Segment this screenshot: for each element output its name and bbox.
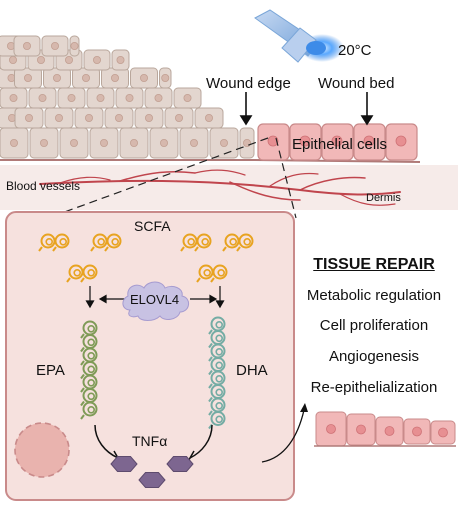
cell-nucleus bbox=[384, 426, 395, 436]
repair-item-metabolic: Metabolic regulation bbox=[306, 287, 442, 304]
cell-nucleus bbox=[242, 138, 251, 147]
cell-nucleus bbox=[139, 74, 148, 83]
cell-nucleus bbox=[22, 42, 31, 51]
cell-nucleus bbox=[40, 138, 49, 147]
basement-membrane bbox=[0, 159, 421, 163]
scfa-molecules bbox=[38, 233, 254, 283]
cell-nucleus bbox=[412, 426, 422, 437]
blood-vessels bbox=[39, 169, 401, 206]
repair-arrow bbox=[261, 403, 308, 463]
cold-probe-icon bbox=[254, 9, 344, 63]
skin-cell-mound bbox=[0, 35, 255, 159]
epithelial-monolayer bbox=[257, 123, 418, 161]
tnf-hexagon bbox=[110, 456, 138, 472]
scfa-coil bbox=[104, 233, 122, 252]
cell-nucleus bbox=[154, 94, 163, 103]
epa-label: EPA bbox=[36, 362, 65, 379]
cell-nucleus bbox=[129, 138, 138, 147]
scfa-coil bbox=[236, 233, 254, 252]
cell-nucleus bbox=[438, 427, 448, 438]
blood-vessels-label: Blood vessels bbox=[6, 179, 81, 193]
cell-nucleus bbox=[144, 114, 153, 123]
cell-nucleus bbox=[116, 56, 125, 65]
tnf-hexagon bbox=[138, 472, 166, 488]
dermis-label: Dermis bbox=[366, 192, 401, 204]
cell-nucleus bbox=[267, 135, 279, 147]
cell-nucleus bbox=[9, 94, 18, 103]
temperature-label: 20°C bbox=[338, 42, 372, 59]
scfa-coil bbox=[210, 264, 228, 283]
cell-nucleus bbox=[219, 138, 228, 147]
cell-nucleus bbox=[38, 94, 47, 103]
cell-nucleus bbox=[9, 138, 18, 147]
scfa-label: SCFA bbox=[134, 218, 171, 234]
epithelial-cells-label: Epithelial cells bbox=[292, 136, 388, 153]
cell-nucleus bbox=[326, 424, 336, 434]
tissue-repair-title: TISSUE REPAIR bbox=[313, 256, 435, 273]
cell-nucleus bbox=[70, 42, 79, 51]
cell-nucleus bbox=[55, 114, 64, 123]
zoomed-epithelial-cell bbox=[5, 211, 295, 501]
cell-nucleus bbox=[159, 138, 168, 147]
cell-nucleus bbox=[363, 135, 375, 147]
repaired-epithelium bbox=[314, 411, 456, 447]
cell-nucleus bbox=[356, 424, 366, 435]
cell-nucleus bbox=[189, 138, 198, 147]
cell-nucleus bbox=[85, 114, 94, 123]
epa-chain bbox=[80, 320, 98, 420]
tnf-alpha-hexagons bbox=[110, 456, 194, 488]
cell-nucleus bbox=[161, 74, 170, 83]
repair-item-proliferation: Cell proliferation bbox=[319, 317, 429, 334]
cell-nucleus bbox=[183, 94, 192, 103]
cell-nucleus bbox=[8, 56, 17, 65]
cell-nucleus bbox=[204, 114, 213, 123]
elovl4-enzyme-cloud bbox=[122, 281, 189, 321]
repair-item-reepithelialization: Re-epithelialization bbox=[310, 379, 438, 396]
cell-nucleus bbox=[100, 138, 109, 147]
scfa-coil bbox=[80, 264, 98, 283]
cell-nucleus bbox=[111, 74, 120, 83]
cell-nucleus bbox=[23, 74, 32, 83]
dermis-layer bbox=[0, 165, 458, 210]
cell-nucleus bbox=[93, 56, 102, 65]
cell-nucleus bbox=[115, 114, 124, 123]
pointer-arrows bbox=[239, 92, 374, 126]
cell-nucleus bbox=[125, 94, 134, 103]
scfa-coil bbox=[194, 233, 212, 252]
wound-edge-label: Wound edge bbox=[206, 75, 291, 92]
cell-nucleus bbox=[51, 42, 60, 51]
cell-nucleus bbox=[67, 94, 76, 103]
wound-bed-label: Wound bed bbox=[318, 75, 395, 92]
cell-nucleus bbox=[37, 56, 46, 65]
cell-nucleus bbox=[331, 135, 343, 147]
epa-coil bbox=[80, 401, 98, 420]
dha-label: DHA bbox=[236, 362, 268, 379]
repair-item-angiogenesis: Angiogenesis bbox=[328, 348, 420, 365]
scfa-coil bbox=[52, 233, 70, 252]
cell-nucleus bbox=[53, 74, 62, 83]
cell-nucleus bbox=[96, 94, 105, 103]
zoom-lines bbox=[47, 137, 297, 219]
cell-nucleus bbox=[174, 114, 183, 123]
tnf-hexagon bbox=[166, 456, 194, 472]
cell-nucleus bbox=[24, 114, 33, 123]
tnf-alpha-label: TNFα bbox=[132, 433, 168, 449]
cell-nucleus bbox=[299, 135, 311, 147]
cell-nucleus bbox=[65, 56, 74, 65]
cell-nucleus bbox=[70, 138, 79, 147]
cell-nucleus bbox=[82, 74, 91, 83]
elovl4-label: ELOVL4 bbox=[130, 292, 180, 307]
cell-nucleus bbox=[395, 135, 407, 147]
nucleus bbox=[14, 422, 70, 478]
